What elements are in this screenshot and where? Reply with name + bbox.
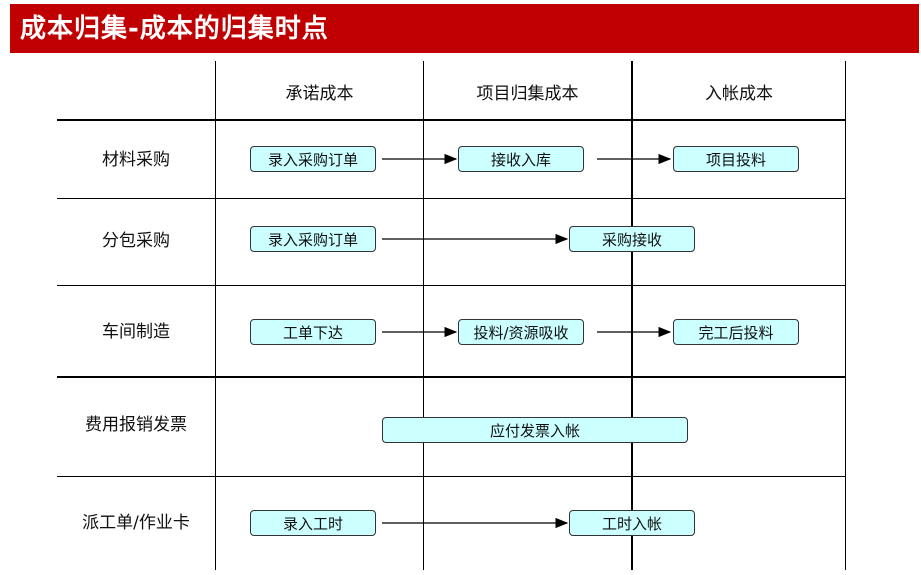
column-header-commitment: 承诺成本 xyxy=(285,84,354,104)
grid-hline-3 xyxy=(57,285,846,286)
box-material-po-entry: 录入采购订单 xyxy=(250,146,376,172)
grid-hline-4 xyxy=(57,376,846,378)
title-bar: 成本归集-成本的归集时点 xyxy=(10,4,919,53)
box-hours-entry: 录入工时 xyxy=(250,510,376,536)
page-title: 成本归集-成本的归集时点 xyxy=(20,14,329,44)
grid-hline-5 xyxy=(57,476,846,477)
row-header-subcontract-purchase: 分包采购 xyxy=(102,231,170,251)
box-post-completion-issue: 完工后投料 xyxy=(673,319,799,345)
box-material-receipt: 接收入库 xyxy=(458,146,584,172)
grid-vline-3 xyxy=(631,61,633,570)
box-work-order-release: 工单下达 xyxy=(250,319,376,345)
row-header-workshop-manufacturing: 车间制造 xyxy=(102,322,170,342)
grid-hline-1 xyxy=(57,119,846,121)
box-hours-posting: 工时入帐 xyxy=(569,510,695,536)
box-subcontract-receipt: 采购接收 xyxy=(569,226,695,252)
box-subcontract-po-entry: 录入采购订单 xyxy=(250,226,376,252)
grid-vline-1 xyxy=(215,61,216,570)
grid-hline-2 xyxy=(57,198,846,199)
box-project-material-issue: 项目投料 xyxy=(673,146,799,172)
box-payable-invoice-posting: 应付发票入帐 xyxy=(382,417,688,443)
box-material-resource-absorption: 投料/资源吸收 xyxy=(458,319,584,345)
row-header-work-order: 派工单/作业卡 xyxy=(82,513,190,533)
row-header-expense-invoice: 费用报销发票 xyxy=(85,415,187,435)
grid-vline-2 xyxy=(423,61,424,570)
row-header-material-purchase: 材料采购 xyxy=(102,150,170,170)
column-header-project-collection: 项目归集成本 xyxy=(476,84,579,104)
column-header-posting: 入帐成本 xyxy=(705,84,773,104)
grid-vline-4 xyxy=(845,61,846,570)
